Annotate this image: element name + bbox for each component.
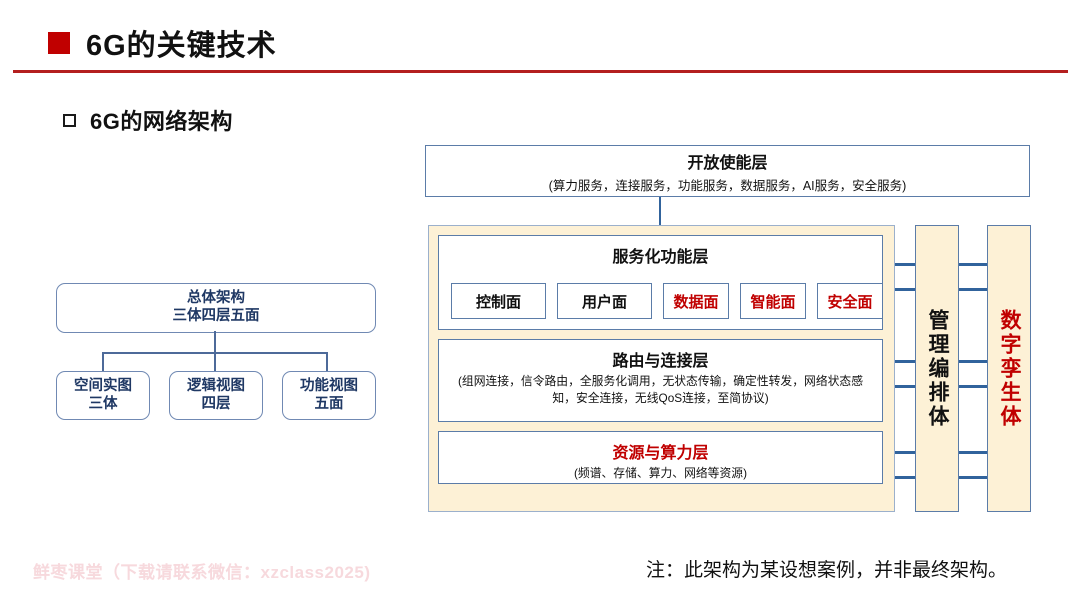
tree-connector-branch-2	[214, 352, 216, 371]
tree-leaf-logical-view: 逻辑视图 四层	[169, 371, 263, 420]
chip-security-plane: 安全面	[817, 283, 883, 319]
tree-connector-branch-1	[102, 352, 104, 371]
open-enabling-layer-box: 开放使能层 (算力服务，连接服务，功能服务，数据服务，AI服务，安全服务)	[425, 145, 1030, 197]
management-orchestration-label: 管理编排体	[926, 308, 950, 429]
routing-connection-layer-box: 路由与连接层 (组网连接，信令路由，全服务化调用，无状态传输，确定性转发，网络状…	[438, 339, 883, 422]
service-function-layer-title: 服务化功能层	[612, 249, 709, 266]
tree-leaf-1-line2: 三体	[88, 395, 118, 412]
tree-leaf-1-line1: 空间实图	[74, 378, 132, 395]
chip-user-plane: 用户面	[557, 283, 652, 319]
digital-twin-bar: 数字孪生体	[987, 225, 1031, 512]
tree-leaf-2-line2: 四层	[201, 395, 231, 412]
open-enabling-layer-subtitle: (算力服务，连接服务，功能服务，数据服务，AI服务，安全服务)	[548, 178, 907, 193]
tree-leaf-3-line1: 功能视图	[300, 378, 358, 395]
chip-control-plane: 控制面	[451, 283, 546, 319]
tree-connector-stem	[214, 331, 216, 353]
tree-root-line2: 三体四层五面	[172, 308, 260, 324]
service-plane-chip-row: 控制面 用户面 数据面 智能面 安全面	[451, 283, 883, 319]
open-layer-connector	[659, 197, 662, 225]
routing-connection-layer-subtitle: (组网连接，信令路由，全服务化调用，无状态传输，确定性转发，网络状态感知，安全连…	[457, 374, 864, 405]
page-title: 6G的关键技术	[86, 30, 277, 62]
tree-root-line1: 总体架构	[187, 290, 245, 307]
overall-architecture-tree: 总体架构 三体四层五面 空间实图 三体 逻辑视图 四层 功能视图 五面	[56, 283, 376, 423]
tree-leaf-spatial-view: 空间实图 三体	[56, 371, 150, 420]
watermark: 鲜枣课堂（下载请联系微信：xzclass2025)	[33, 563, 371, 582]
tree-root-node: 总体架构 三体四层五面	[56, 283, 376, 333]
tree-connector-branch-3	[326, 352, 328, 371]
tree-leaf-3-line2: 五面	[314, 395, 344, 412]
filled-square-bullet-icon	[48, 32, 70, 54]
service-function-layer-box: 服务化功能层 控制面 用户面 数据面 智能面 安全面	[438, 235, 883, 330]
digital-twin-label: 数字孪生体	[998, 308, 1022, 429]
resource-computing-layer-subtitle: (频谱、存储、算力、网络等资源)	[573, 466, 747, 480]
tree-leaf-2-line1: 逻辑视图	[187, 378, 245, 395]
header-divider	[13, 70, 1068, 73]
routing-connection-layer-title: 路由与连接层	[612, 353, 709, 370]
page-title-block: 6G的关键技术	[48, 22, 277, 64]
section-title: 6G的网络架构	[90, 109, 233, 134]
footnote: 注：此架构为某设想案例，并非最终架构。	[646, 560, 1008, 581]
chip-data-plane: 数据面	[663, 283, 729, 319]
chip-intelligence-plane: 智能面	[740, 283, 806, 319]
hollow-square-bullet-icon	[63, 113, 76, 127]
tree-leaf-functional-view: 功能视图 五面	[282, 371, 376, 420]
resource-computing-layer-title: 资源与算力层	[612, 445, 709, 462]
network-architecture-diagram: 开放使能层 (算力服务，连接服务，功能服务，数据服务，AI服务，安全服务) 服务…	[425, 145, 1035, 520]
core-layers-container: 服务化功能层 控制面 用户面 数据面 智能面 安全面 路由与连接层 (组网连接，…	[428, 225, 895, 512]
section-title-block: 6G的网络架构	[63, 104, 233, 136]
open-enabling-layer-title: 开放使能层	[687, 154, 768, 172]
resource-computing-layer-box: 资源与算力层 (频谱、存储、算力、网络等资源)	[438, 431, 883, 484]
management-orchestration-bar: 管理编排体	[915, 225, 959, 512]
